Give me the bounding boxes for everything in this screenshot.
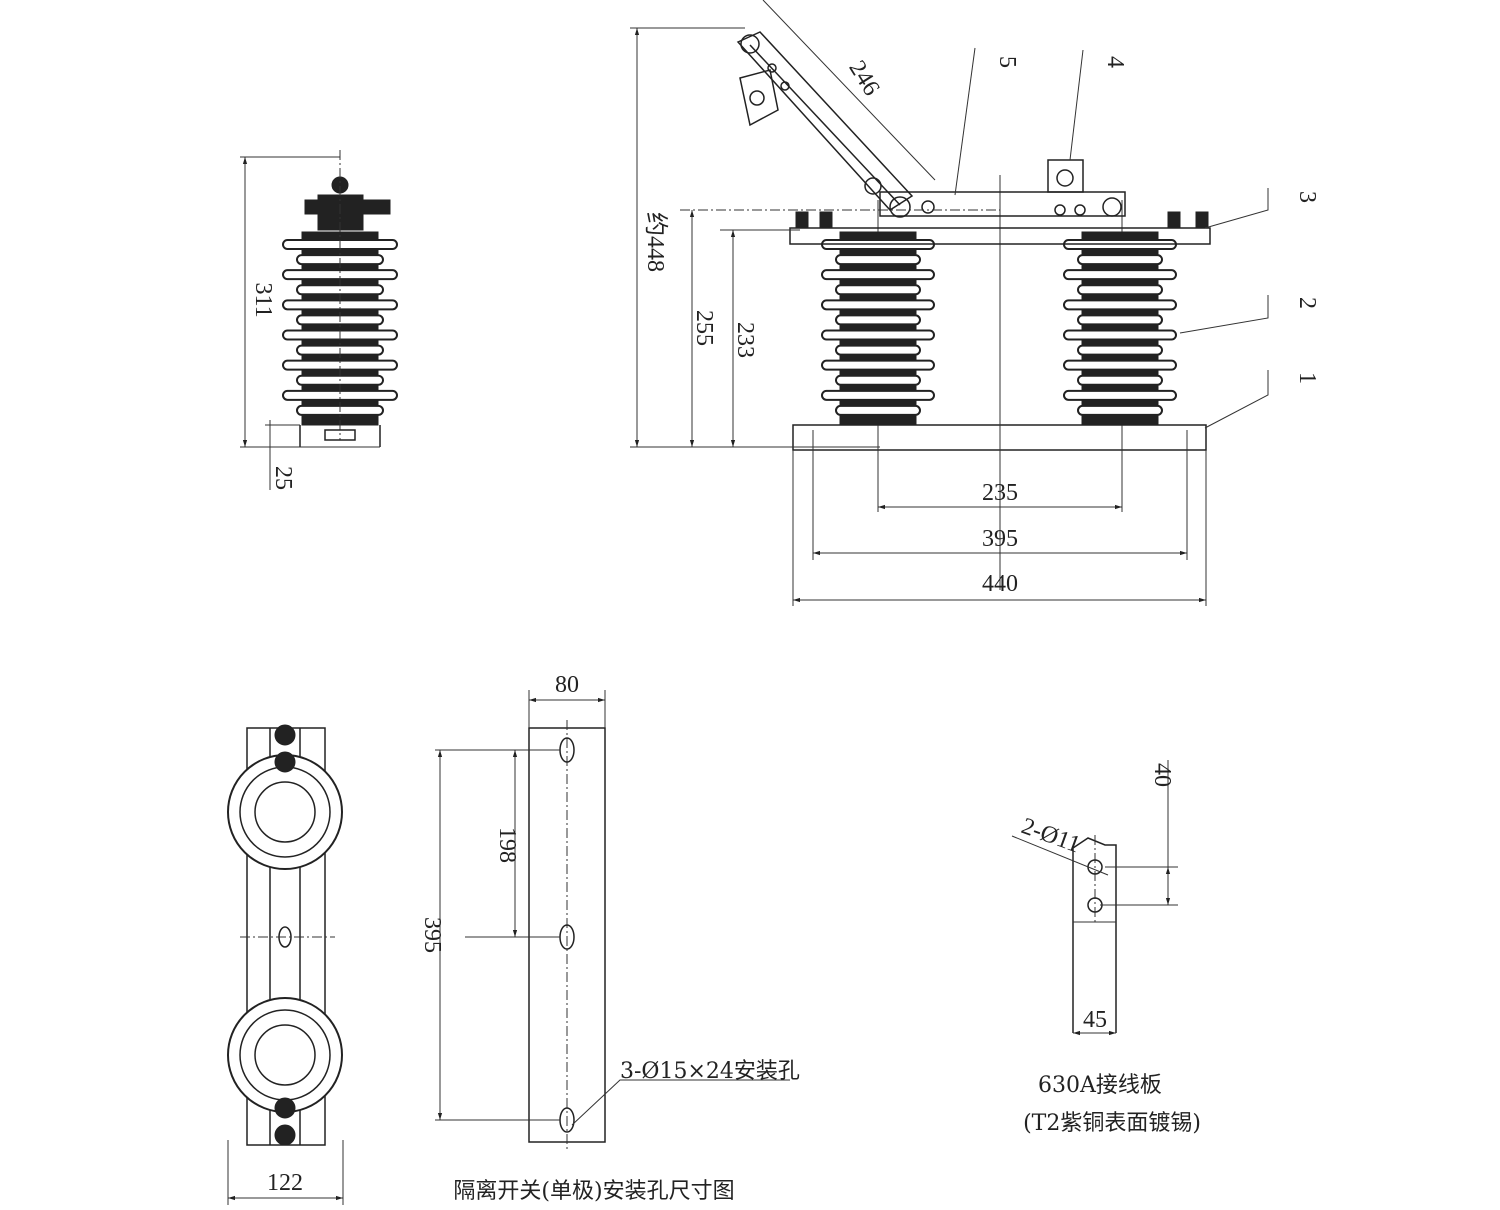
terminal-plate: 40 2-Ø11 45 630A接线板 (T2紫铜表面镀锡) bbox=[1011, 760, 1201, 1136]
dim-122: 122 bbox=[267, 1170, 303, 1196]
mounting-plate: 80 198 395 3-Ø15×24安装孔 隔离开关(单极)安装孔尺寸图 bbox=[419, 672, 800, 1204]
dim-25: 25 bbox=[270, 466, 296, 490]
insulator-shed bbox=[821, 329, 935, 341]
dim-45: 45 bbox=[1083, 1007, 1107, 1033]
insulator-shed bbox=[821, 299, 935, 311]
part-label-2: 2 bbox=[1294, 297, 1320, 309]
dim-255: 255 bbox=[691, 310, 717, 346]
insulator-shed bbox=[1077, 284, 1163, 296]
top-contact bbox=[304, 150, 391, 440]
dim-line-246 bbox=[762, 0, 936, 181]
dim-198: 198 bbox=[494, 827, 520, 863]
dim-448: 约448 bbox=[642, 212, 669, 272]
dim-233: 233 bbox=[732, 322, 758, 358]
insulator-shed bbox=[1077, 374, 1163, 386]
insulator-shed bbox=[1063, 299, 1177, 311]
plate-caption: 隔离开关(单极)安装孔尺寸图 bbox=[453, 1179, 734, 1204]
dim-246: 246 bbox=[843, 56, 884, 100]
terminal-caption-1: 630A接线板 bbox=[1038, 1073, 1162, 1098]
terminal-bolts bbox=[795, 211, 1209, 229]
insulator-shed bbox=[835, 404, 921, 416]
open-blade bbox=[736, 31, 914, 211]
insulator-shed bbox=[1063, 359, 1177, 371]
insulator-shed bbox=[835, 374, 921, 386]
dim-395-plate: 395 bbox=[419, 917, 445, 953]
terminal-bar bbox=[789, 227, 1211, 245]
front-view: 246 约448 255 233 235 395 440 1 2 3 4 5 bbox=[630, 0, 1320, 606]
plan-view: 122 bbox=[227, 724, 344, 1205]
hole-note: 3-Ø15×24安装孔 bbox=[620, 1059, 800, 1084]
contact-blade bbox=[879, 191, 1126, 217]
terminal-caption-2: (T2紫铜表面镀锡) bbox=[1023, 1111, 1201, 1136]
part-label-4: 4 bbox=[1102, 56, 1128, 68]
dim-311: 311 bbox=[250, 282, 276, 317]
insulator-shed bbox=[1063, 329, 1177, 341]
insulator-shed bbox=[821, 359, 935, 371]
insulator-right bbox=[1063, 231, 1177, 426]
insulator-shed bbox=[1063, 269, 1177, 281]
part-label-5: 5 bbox=[994, 56, 1020, 68]
insulator-shed bbox=[1077, 404, 1163, 416]
side-view: 311 25 bbox=[240, 150, 398, 490]
insulator-shed bbox=[1077, 314, 1163, 326]
dim-440: 440 bbox=[982, 571, 1018, 597]
insulator-shed bbox=[835, 344, 921, 356]
clamp-4 bbox=[1047, 159, 1084, 193]
insulator-shed bbox=[1077, 254, 1163, 266]
insulator-shed bbox=[821, 389, 935, 401]
part-label-1: 1 bbox=[1294, 372, 1320, 384]
insulator-shed bbox=[1063, 389, 1177, 401]
insulator-shed bbox=[821, 269, 935, 281]
insulator-shed bbox=[1077, 344, 1163, 356]
dim-40: 40 bbox=[1149, 763, 1175, 787]
part-label-3: 3 bbox=[1294, 191, 1320, 203]
insulator-shed bbox=[835, 254, 921, 266]
insulator-left bbox=[821, 231, 935, 426]
insulator-shed bbox=[835, 284, 921, 296]
insulator-shed bbox=[835, 314, 921, 326]
dim-80: 80 bbox=[555, 672, 579, 698]
dim-235: 235 bbox=[982, 480, 1018, 506]
dim-395: 395 bbox=[982, 526, 1018, 552]
